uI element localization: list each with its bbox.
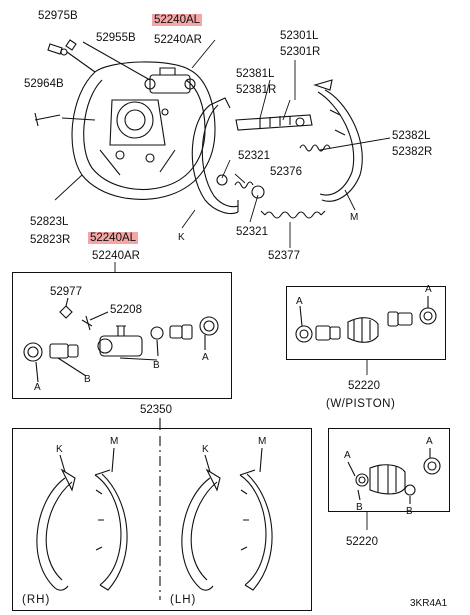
label-M-lh: M <box>258 436 267 447</box>
label-B-boot-left: B <box>356 502 363 513</box>
label-52382L: 52382L <box>392 130 431 142</box>
label-52377: 52377 <box>268 250 300 262</box>
label-52381L: 52381L <box>236 68 275 80</box>
brake-shoe-box <box>12 428 312 611</box>
label-52376: 52376 <box>270 166 302 178</box>
label-52955B: 52955B <box>96 32 136 44</box>
label-52301R: 52301R <box>280 46 321 58</box>
box-connectors <box>114 262 368 530</box>
brake-shoe-k-top <box>191 97 239 215</box>
diagram-code: 3KR4A1 <box>410 598 448 609</box>
label-M-rh: M <box>110 436 119 447</box>
adjuster-strut <box>235 114 313 131</box>
shoe-box-drawings <box>36 418 273 600</box>
label-52823L: 52823L <box>30 216 69 228</box>
label-K-lh: K <box>202 444 209 455</box>
label-52220-boot: 52220 <box>346 536 378 548</box>
label-52321-b: 52321 <box>236 226 268 238</box>
label-lh: (LH) <box>170 594 197 606</box>
label-52240AR-top: 52240AR <box>154 34 202 46</box>
label-A-piston-right: A <box>425 284 432 295</box>
label-A-left: A <box>34 382 41 393</box>
label-52240AL-top: 52240AL <box>152 14 203 26</box>
label-rh: (RH) <box>22 594 51 606</box>
label-w-piston: (W/PISTON) <box>326 398 396 410</box>
label-M-top: M <box>350 212 359 223</box>
label-52977: 52977 <box>50 286 82 298</box>
label-A-boot-left: A <box>344 450 351 461</box>
label-52240AL-mid: 52240AL <box>88 232 139 244</box>
label-K-rh: K <box>56 444 63 455</box>
label-52301L: 52301L <box>280 30 319 42</box>
label-52208: 52208 <box>110 304 142 316</box>
cylinder-box-parts <box>23 297 219 383</box>
leader-lines-top <box>54 39 391 248</box>
piston-box <box>286 286 446 360</box>
label-K-top: K <box>178 232 185 243</box>
label-A-piston-left: A <box>296 296 303 307</box>
piston-box-parts <box>295 296 437 343</box>
boot-box <box>328 428 450 512</box>
label-52321-a: 52321 <box>238 150 270 162</box>
label-A-right: A <box>202 352 209 363</box>
label-B-left: B <box>84 374 91 385</box>
boot-box-parts <box>347 448 441 504</box>
label-52975B: 52975B <box>38 10 78 22</box>
label-52823R: 52823R <box>30 234 71 246</box>
label-52964B: 52964B <box>24 78 64 90</box>
label-52381R: 52381R <box>236 84 277 96</box>
label-52350: 52350 <box>140 404 172 416</box>
label-B-boot-right: B <box>406 506 413 517</box>
wheel-cylinder-top <box>144 67 196 94</box>
label-A-boot-right: A <box>426 436 433 447</box>
backing-plate <box>71 61 216 200</box>
label-B-right: B <box>153 360 160 371</box>
label-52220-piston: 52220 <box>348 380 380 392</box>
label-52240AR-mid: 52240AR <box>92 250 140 262</box>
bolts-top <box>34 39 151 127</box>
brake-shoe-m-top <box>313 79 363 202</box>
springs-top <box>216 144 331 219</box>
wheel-cylinder-box <box>12 272 232 399</box>
label-52382R: 52382R <box>392 146 433 158</box>
